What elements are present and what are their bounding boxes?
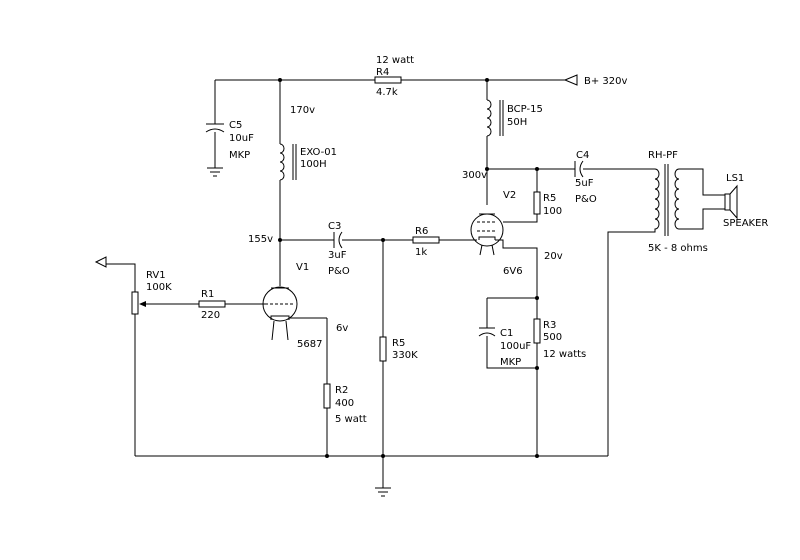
label-ls1: LS1 xyxy=(726,173,744,184)
resistor-r1 xyxy=(198,300,226,308)
ground-main-icon xyxy=(375,487,391,497)
label-v20: 20v xyxy=(544,251,563,262)
label-c4-ref: C4 xyxy=(576,150,589,161)
tube-v2-heater xyxy=(479,244,495,256)
label-c5-type: MKP xyxy=(229,150,250,161)
resistor-r6 xyxy=(412,236,440,244)
transformer-secondary xyxy=(674,168,680,230)
label-exo-val: 100H xyxy=(300,159,327,170)
capacitor-c4 xyxy=(574,160,584,178)
wire-input xyxy=(106,263,136,456)
label-v1-ref: V1 xyxy=(296,262,309,273)
label-exo-ref: EXO-01 xyxy=(300,147,337,158)
tube-v2 xyxy=(470,213,504,247)
label-r4-ref: R4 xyxy=(376,67,389,78)
label-c3-val: 3uF xyxy=(328,250,347,261)
resistor-r4 xyxy=(374,76,402,84)
inductor-exo01-core xyxy=(292,144,297,180)
label-c5-ref: C5 xyxy=(229,120,242,131)
label-r4-power: 12 watt xyxy=(376,55,414,66)
label-bcp-ref: BCP-15 xyxy=(507,104,543,115)
label-r1-ref: R1 xyxy=(201,289,214,300)
label-speaker: SPEAKER xyxy=(723,218,768,229)
label-r4-val: 4.7k xyxy=(376,87,398,98)
resistor-r5a xyxy=(533,191,541,215)
label-v155: 155v xyxy=(248,234,273,245)
label-rv1-val: 100K xyxy=(146,282,172,293)
label-r5b-ref: R5 xyxy=(392,338,405,349)
label-6v: 6v xyxy=(336,323,348,334)
label-rh-ref: RH-PF xyxy=(648,150,678,161)
label-r5b-val: 330K xyxy=(392,350,418,361)
label-6v6: 6V6 xyxy=(503,266,523,277)
label-r1-val: 220 xyxy=(201,310,220,321)
label-r6-ref: R6 xyxy=(415,226,428,237)
label-v2-ref: V2 xyxy=(503,190,516,201)
label-c3-ref: C3 xyxy=(328,221,341,232)
label-r2-val: 400 xyxy=(335,398,354,409)
speaker-cone-icon xyxy=(729,184,738,220)
label-5687: 5687 xyxy=(297,339,322,350)
inductor-bcp15-core xyxy=(499,100,504,136)
label-r3-power: 12 watts xyxy=(543,349,586,360)
label-bcp-val: 50H xyxy=(507,117,527,128)
label-c5-val: 10uF xyxy=(229,133,254,144)
inductor-bcp15 xyxy=(486,99,492,137)
label-c3-type: P&O xyxy=(328,266,350,277)
resistor-r2 xyxy=(323,383,331,409)
label-ohms: 5K - 8 ohms xyxy=(648,243,708,254)
junction-dot xyxy=(535,366,539,370)
transformer-primary xyxy=(607,168,660,456)
label-v170: 170v xyxy=(290,105,315,116)
junction-dot xyxy=(381,454,385,458)
potentiometer-rv1 xyxy=(131,291,139,315)
wire-cathode-network xyxy=(486,297,538,456)
label-c1-ref: C1 xyxy=(500,328,513,339)
label-r5a-ref: R5 xyxy=(543,193,556,204)
capacitor-c3 xyxy=(333,231,343,249)
label-r3-ref: R3 xyxy=(543,320,556,331)
transformer-core xyxy=(664,164,669,236)
resistor-r3 xyxy=(533,318,541,344)
label-r6-val: 1k xyxy=(415,247,427,258)
speaker-icon xyxy=(724,193,731,211)
tube-v1-heater xyxy=(271,320,289,341)
bplus-terminal xyxy=(563,74,578,86)
wire-v2-cathode xyxy=(495,239,538,298)
rv1-wiper-arrow xyxy=(139,301,146,307)
label-c4-val: 5uF xyxy=(575,178,594,189)
label-bplus: B+ 320v xyxy=(584,76,628,87)
label-r2-ref: R2 xyxy=(335,385,348,396)
label-c4-type: P&O xyxy=(575,194,597,205)
junction-dot xyxy=(535,454,539,458)
wire-secondary xyxy=(679,168,725,230)
capacitor-c5 xyxy=(205,123,225,133)
label-c1-val: 100uF xyxy=(500,341,531,352)
wire-r5a xyxy=(503,169,538,223)
resistor-r5b xyxy=(379,336,387,362)
label-r2-power: 5 watt xyxy=(335,414,367,425)
tube-v2-cathode xyxy=(478,236,496,240)
ground-c5-icon xyxy=(207,167,223,177)
inductor-exo01 xyxy=(279,143,285,181)
tube-v2-grids xyxy=(477,221,497,232)
input-terminal-icon xyxy=(94,256,107,268)
label-rv1-ref: RV1 xyxy=(146,270,166,281)
tube-v1-cathode xyxy=(270,315,327,320)
capacitor-c1 xyxy=(478,327,496,337)
label-v300: 300v xyxy=(462,170,487,181)
label-r3-val: 500 xyxy=(543,332,562,343)
label-r5a-val: 100 xyxy=(543,206,562,217)
label-c1-type: MKP xyxy=(500,357,521,368)
junction-dot xyxy=(325,454,329,458)
